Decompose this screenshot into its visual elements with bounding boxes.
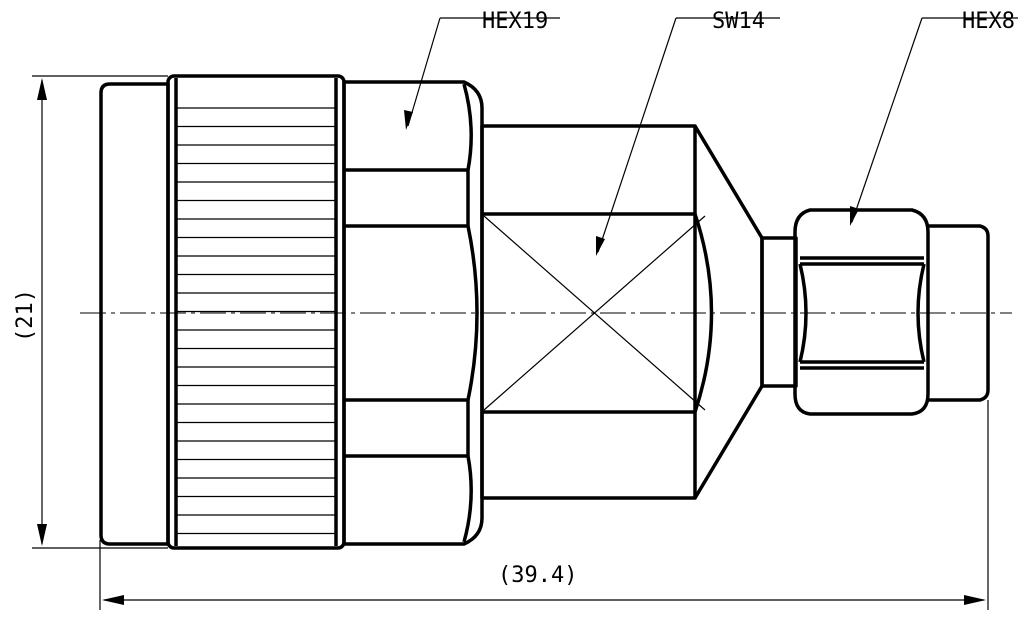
height-label: (21) bbox=[13, 289, 38, 342]
knurled-nut bbox=[166, 74, 346, 550]
length-dimension bbox=[99, 400, 989, 610]
hex8-label: HEX8 bbox=[962, 9, 1015, 34]
tip bbox=[928, 224, 990, 402]
hex8-body bbox=[793, 208, 930, 416]
sw14-leader bbox=[596, 17, 780, 256]
hex19-leader bbox=[404, 17, 560, 130]
length-label: (39.4) bbox=[498, 563, 577, 588]
hex19-body bbox=[342, 80, 484, 546]
hex19-label: HEX19 bbox=[482, 9, 548, 34]
sw14-label: SW14 bbox=[712, 9, 765, 34]
hex8-leader bbox=[850, 17, 1018, 226]
end-cap bbox=[99, 82, 170, 546]
neck bbox=[760, 236, 798, 388]
